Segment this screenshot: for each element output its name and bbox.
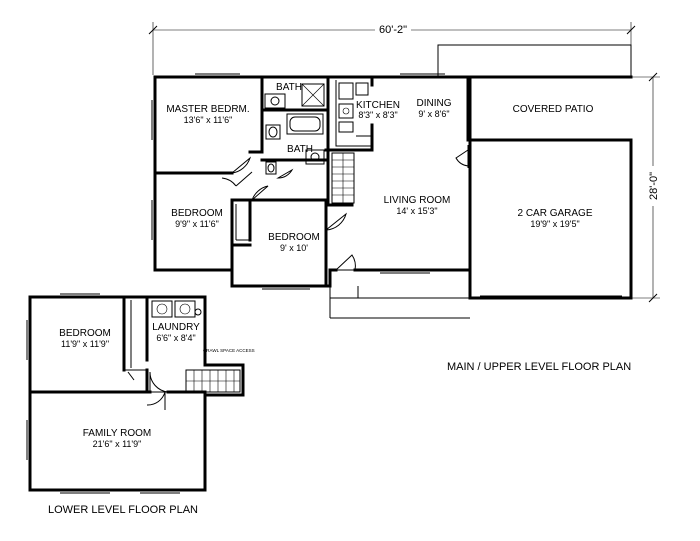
- kitchen-label: KITCHEN: [356, 100, 400, 111]
- depth-dimension: 28'-0": [632, 72, 660, 303]
- main-level-plan: MASTER BEDRM. 13'6" x 11'6" BATH BATH KI…: [151, 44, 633, 319]
- lower-level-title: LOWER LEVEL FLOOR PLAN: [48, 504, 198, 516]
- bath-upper-label: BATH: [276, 82, 302, 93]
- family-room-label: FAMILY ROOM: [83, 428, 152, 439]
- master-bedroom-label: MASTER BEDRM.: [166, 104, 249, 115]
- bedroom-center-size: 9' x 10': [280, 243, 308, 253]
- living-room-label: LIVING ROOM: [384, 195, 451, 206]
- garage-size: 19'9" x 19'5": [530, 219, 579, 229]
- living-room-size: 14' x 15'3": [396, 206, 437, 216]
- lower-level-plan: BEDROOM 11'9" x 11'9" LAUNDRY 6'6" x 8'4…: [26, 293, 255, 494]
- lower-stairs: [185, 369, 241, 393]
- garage-label: 2 CAR GARAGE: [517, 208, 592, 219]
- laundry-label: LAUNDRY: [152, 322, 200, 333]
- width-dimension-label: 60'-2": [379, 24, 407, 36]
- lower-bedroom-label: BEDROOM: [59, 328, 111, 339]
- master-bedroom-size: 13'6" x 11'6": [184, 115, 233, 125]
- bedroom-center-label: BEDROOM: [268, 232, 320, 243]
- dining-label: DINING: [417, 98, 452, 109]
- dining-size: 9' x 8'6": [418, 109, 449, 119]
- lower-bedroom-size: 11'9" x 11'9": [61, 339, 109, 349]
- covered-patio-label: COVERED PATIO: [513, 104, 594, 115]
- bath-lower-label: BATH: [287, 144, 313, 155]
- depth-dimension-label: 28'-0": [648, 172, 660, 200]
- width-dimension: 60'-2": [148, 22, 636, 75]
- bedroom-left-label: BEDROOM: [171, 208, 223, 219]
- main-stairs: [331, 152, 355, 204]
- family-room-size: 21'6" x 11'9": [93, 439, 142, 449]
- laundry-size: 6'6" x 8'4": [156, 333, 195, 343]
- bedroom-left-size: 9'9" x 11'6": [175, 219, 219, 229]
- kitchen-size: 8'3" x 8'3": [358, 110, 397, 120]
- crawl-space-note: CRAWL SPACE ACCESS: [203, 348, 255, 353]
- main-level-title: MAIN / UPPER LEVEL FLOOR PLAN: [447, 361, 631, 373]
